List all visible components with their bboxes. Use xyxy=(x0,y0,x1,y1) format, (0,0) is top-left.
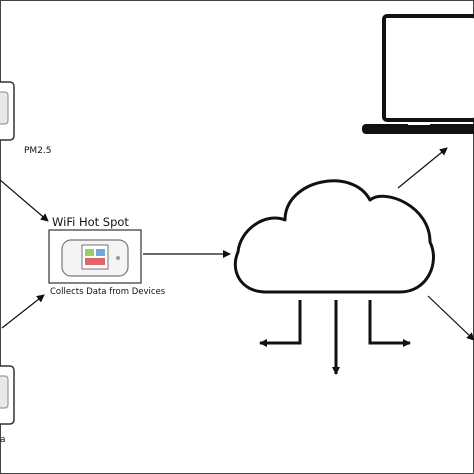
sensor-top-label: PM2.5 xyxy=(24,146,52,156)
arrow-cloud-to-right-device xyxy=(427,295,474,341)
sensor-device-icon-top xyxy=(0,81,15,141)
arrow-cloud-left-out xyxy=(259,300,302,347)
hotspot-caption: Collects Data from Devices xyxy=(50,287,166,297)
arrow-cloud-to-laptop xyxy=(397,147,448,189)
sensor-device-icon-bottom xyxy=(0,365,15,425)
arrow-cloud-right-out xyxy=(368,300,411,347)
arrow-sensor-top-to-hotspot xyxy=(0,179,49,222)
arrow-sensor-bottom-to-hotspot xyxy=(1,294,45,329)
sensor-bottom-label: a xyxy=(0,435,6,445)
hotspot-title: WiFi Hot Spot xyxy=(52,215,129,229)
mobile-hotspot-icon xyxy=(48,229,142,284)
cloud-icon xyxy=(233,179,435,294)
laptop-icon xyxy=(362,14,474,134)
